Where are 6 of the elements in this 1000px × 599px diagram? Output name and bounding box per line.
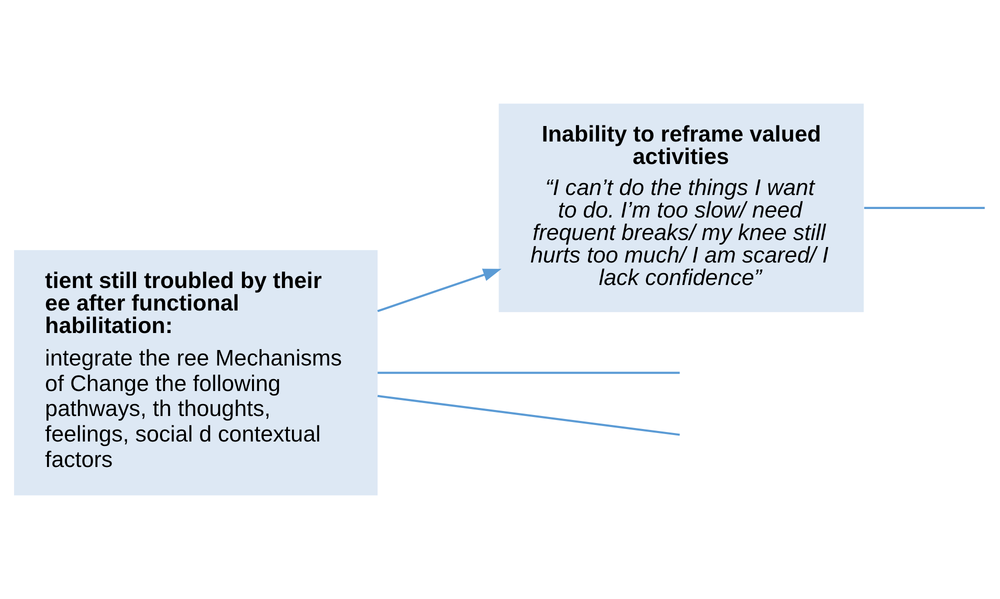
node-box: Inability to reframe valued activities “I can’t do the things I want to do. I’m too slow/ need frequent breaks/ my knee still hurts too much/ I am scared/ I lack confidence” <box>498 104 864 312</box>
connector <box>378 394 680 436</box>
connector <box>378 372 680 374</box>
connector <box>864 206 985 209</box>
arrow <box>377 268 502 312</box>
node-box: tient still troubled by their ee after functional habilitation: integrate the ree Mechanisms of Change the following pathways, th thoughts, feelings, social d contextual factors <box>14 250 378 496</box>
